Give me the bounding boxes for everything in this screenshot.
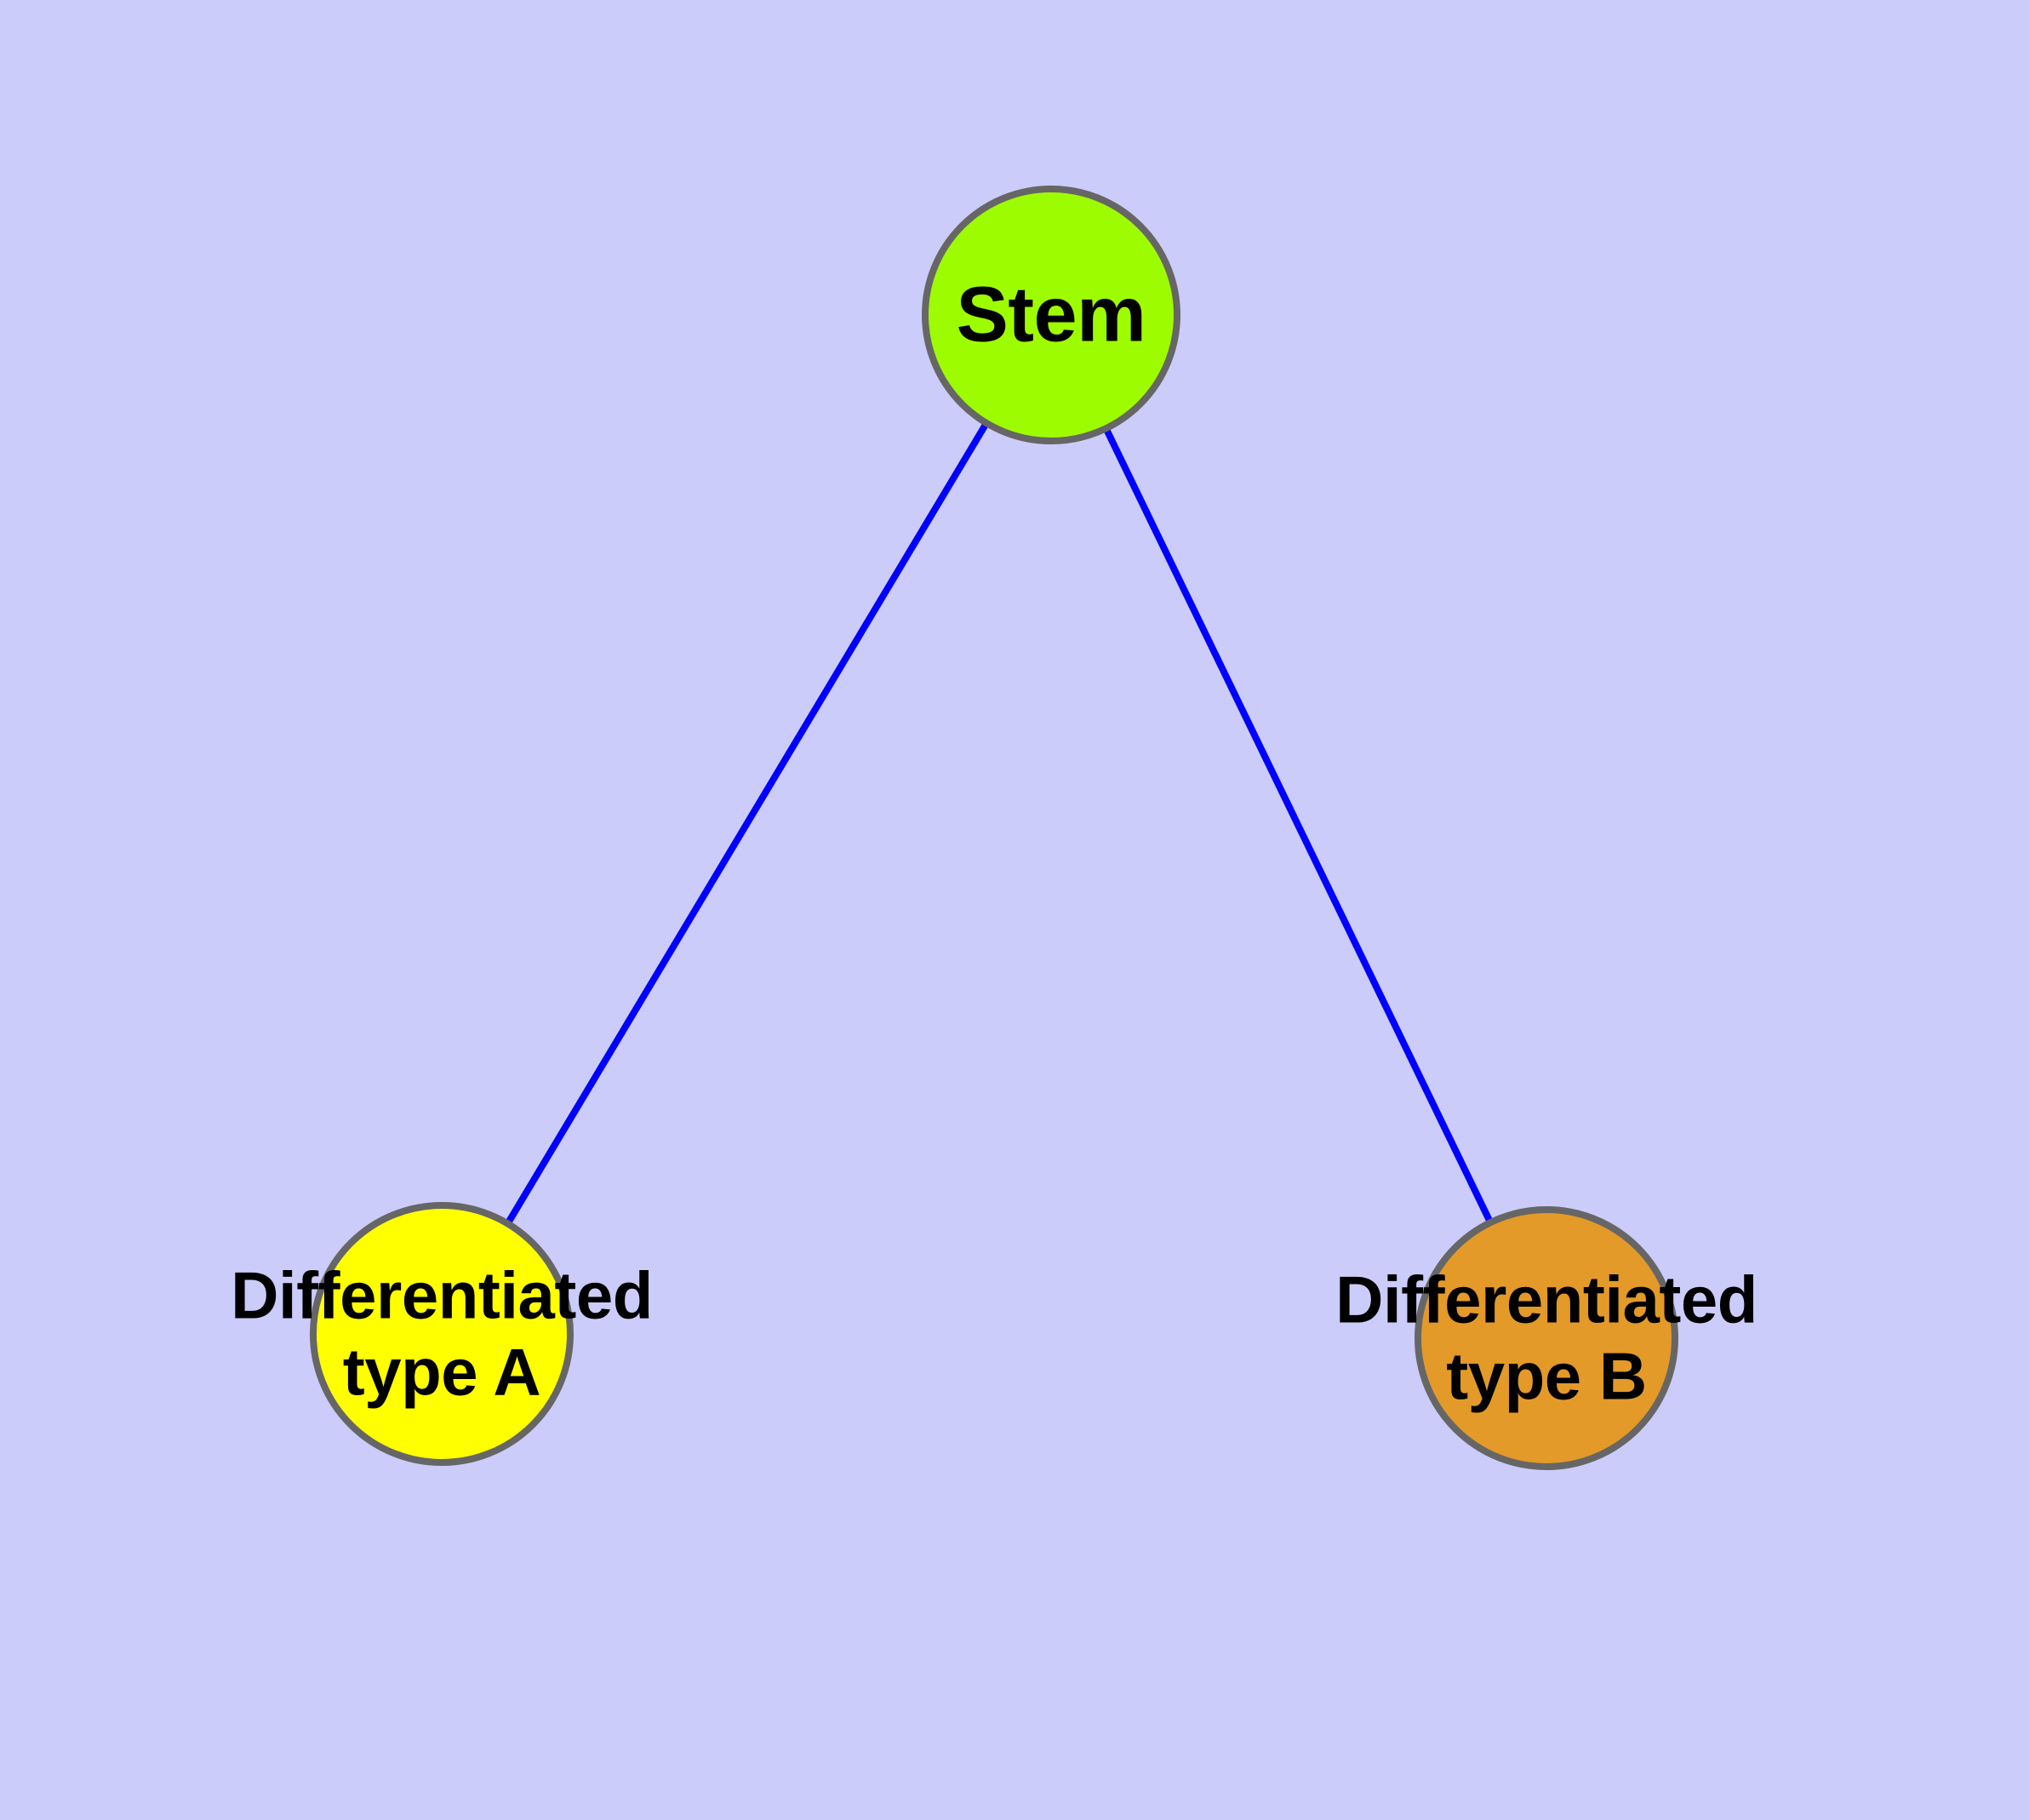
node-circle-stem bbox=[922, 186, 1180, 444]
node-label-line: type A bbox=[342, 1335, 541, 1410]
node-circle-diff-b bbox=[1415, 1206, 1678, 1470]
node-label-line: type B bbox=[1446, 1339, 1647, 1414]
node-label-stem: Stem bbox=[957, 270, 1146, 361]
node-circle-diff-a bbox=[310, 1202, 574, 1466]
edge-stem-to-diff-a bbox=[438, 312, 1055, 1336]
node-stem[interactable]: Stem bbox=[922, 186, 1180, 444]
node-label-line: Stem bbox=[956, 271, 1146, 358]
node-label-line: Differentiated bbox=[231, 1257, 653, 1333]
node-label-line: Differentiated bbox=[1335, 1262, 1758, 1337]
edge-stem-to-diff-b bbox=[1048, 313, 1550, 1340]
